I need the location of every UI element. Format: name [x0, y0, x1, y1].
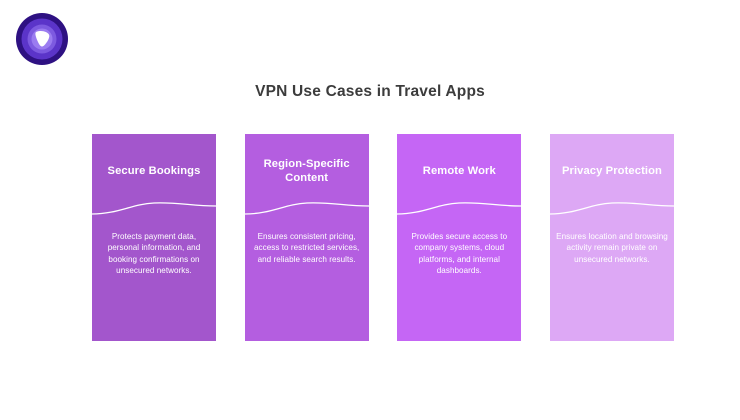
use-case-card-remote-work[interactable]: Remote Work Provides secure access to co…: [397, 134, 522, 341]
card-header: Region-Specific Content: [245, 134, 369, 208]
card-body: Protects payment data, personal informat…: [92, 231, 216, 277]
card-description: Protects payment data, personal informat…: [107, 232, 201, 276]
card-title: Secure Bookings: [107, 164, 201, 177]
card-header: Privacy Protection: [550, 134, 674, 208]
page-title: VPN Use Cases in Travel Apps: [255, 83, 485, 100]
card-header: Secure Bookings: [92, 134, 216, 208]
use-case-card-region-specific-content[interactable]: Region-Specific Content Ensures consiste…: [244, 134, 369, 341]
card-body: Ensures location and browsing activity r…: [550, 231, 674, 265]
card-title: Privacy Protection: [561, 164, 662, 177]
use-case-card-privacy-protection[interactable]: Privacy Protection Ensures location and …: [549, 134, 674, 341]
vpn-shield-logo-icon: [14, 11, 70, 67]
card-body: Provides secure access to company system…: [397, 231, 521, 277]
card-description: Ensures consistent pricing, access to re…: [253, 232, 360, 264]
card-description: Provides secure access to company system…: [411, 232, 508, 276]
card-header: Remote Work: [397, 134, 521, 208]
card-description: Ensures location and browsing activity r…: [556, 232, 668, 264]
card-title: Remote Work: [422, 164, 496, 177]
card-body: Ensures consistent pricing, access to re…: [245, 231, 369, 265]
use-case-card-secure-bookings[interactable]: Secure Bookings Protects payment data, p…: [92, 134, 216, 341]
use-case-card-row: Secure Bookings Protects payment data, p…: [92, 134, 674, 341]
card-title: Region-Specific Content: [263, 157, 350, 185]
